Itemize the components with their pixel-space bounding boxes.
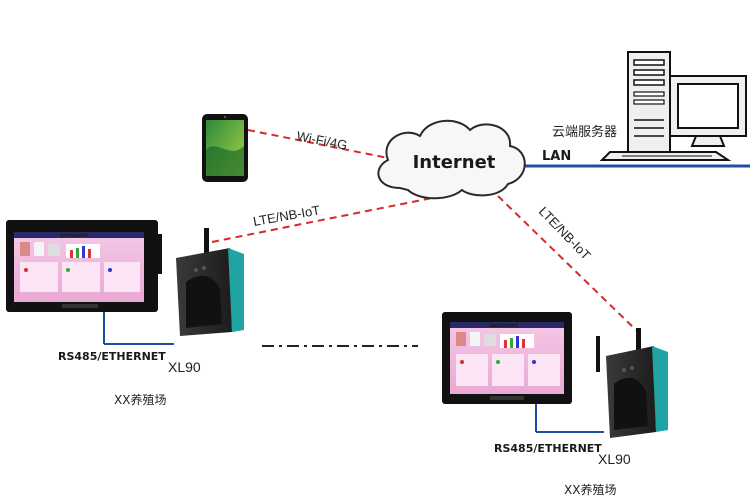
gateway-site1 <box>158 228 244 336</box>
server-computer: 云端服务器 <box>552 51 747 161</box>
device-label-site1: XL90 <box>168 359 201 375</box>
internet-label: Internet <box>413 152 496 173</box>
server-label: 云端服务器 <box>552 124 617 140</box>
link-internet-site2 <box>497 195 637 331</box>
hmi-panel-site2: BAOGRAPHS <box>442 312 572 404</box>
hmi-brand-site1: BAOGRAPHS <box>60 233 88 238</box>
site-label-2: XX养殖场 <box>564 482 616 497</box>
bus-label-site1: RS485/ETHERNET <box>58 350 166 363</box>
link-site1-internet <box>211 197 433 243</box>
bus-label-site2: RS485/ETHERNET <box>494 442 602 455</box>
site1-link-label: LTE/NB-IoT <box>252 202 321 229</box>
lan-label: LAN <box>542 149 571 164</box>
phone-link-label: Wi-Fi/4G <box>295 128 348 153</box>
device-label-site2: XL90 <box>598 451 631 467</box>
site-label-1: XX养殖场 <box>114 392 166 407</box>
site2-link-label: LTE/NB-IoT <box>536 204 594 263</box>
hmi-panel-site1: BAOGRAPHS <box>6 220 158 312</box>
tablet-phone <box>202 114 248 182</box>
hmi-brand-site2: BAOGRAPHS <box>490 323 518 328</box>
internet-cloud: Internet <box>377 119 526 200</box>
gateway-site2 <box>596 328 668 438</box>
